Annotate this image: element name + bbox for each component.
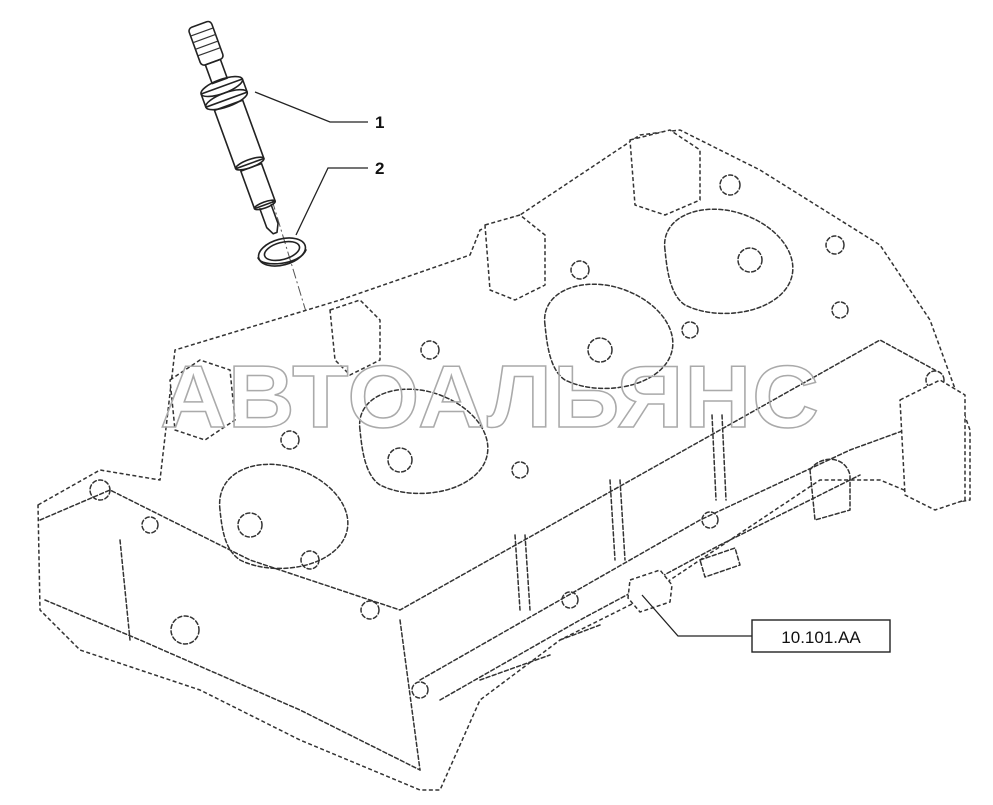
reference-box — [751, 619, 891, 653]
reference-label: 10.101.AA — [781, 628, 861, 647]
reference-callout: 10.101.AA — [641, 594, 891, 653]
callout-2: 2 — [295, 159, 384, 236]
callout-1: 1 — [254, 91, 384, 132]
watermark: АВТОАЛЬЯНС — [160, 347, 820, 446]
callout-1-number: 1 — [375, 113, 384, 132]
sealing-washer-part — [257, 237, 307, 267]
injector-part — [188, 20, 279, 235]
reference-leader — [641, 594, 752, 637]
callout-2-number: 2 — [375, 159, 384, 178]
callout-2-leader — [295, 167, 368, 236]
injector-axis — [271, 199, 346, 441]
cylinder-head — [37, 129, 971, 791]
callout-1-leader — [254, 91, 368, 123]
